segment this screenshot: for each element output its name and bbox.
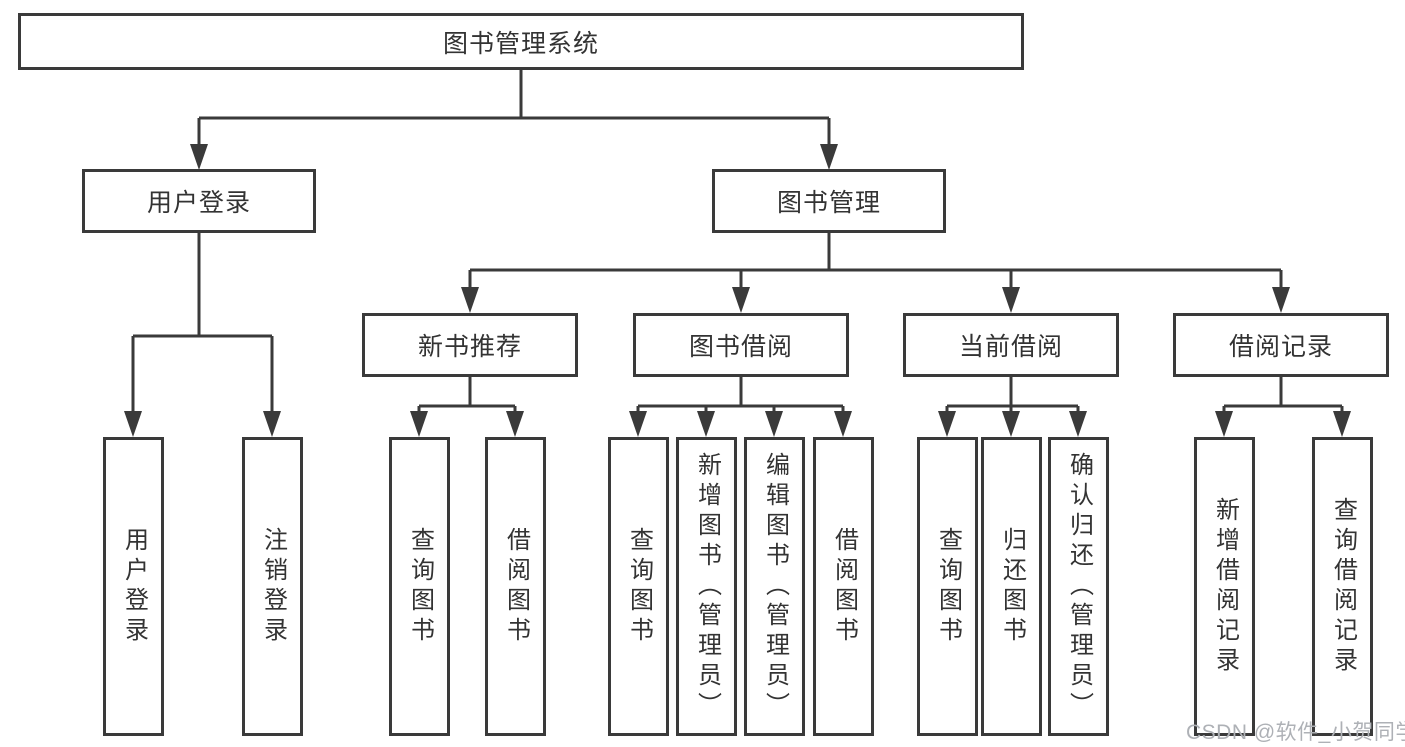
node-book-management: 图书管理 — [712, 169, 946, 233]
node-label: 查询图书 — [406, 526, 434, 647]
leaf-borrow-books-recommend: 借阅图书 — [485, 437, 546, 736]
node-label: 新增图书（管理员） — [693, 451, 721, 722]
node-label: 当前借阅 — [958, 333, 1063, 361]
leaf-query-books-current: 查询图书 — [917, 437, 978, 736]
node-borrowing-records: 借阅记录 — [1173, 313, 1389, 377]
leaf-user-login: 用户登录 — [103, 437, 164, 736]
node-label: 归还图书 — [998, 526, 1026, 647]
arrowhead — [834, 411, 852, 437]
node-label: 图书借阅 — [688, 333, 793, 361]
arrowhead — [697, 411, 715, 437]
arrowheads — [124, 144, 1351, 437]
leaf-logout: 注销登录 — [242, 437, 303, 736]
arrowhead — [410, 411, 428, 437]
arrowhead — [1333, 411, 1351, 437]
arrowhead — [765, 411, 783, 437]
node-label: 注销登录 — [259, 526, 287, 647]
node-new-book-recommendation: 新书推荐 — [362, 313, 578, 377]
arrowhead — [820, 144, 838, 170]
arrowhead — [1272, 287, 1290, 313]
node-system-root: 图书管理系统 — [18, 13, 1024, 70]
node-label: 图书管理 — [776, 189, 881, 217]
node-label: 借阅图书 — [502, 526, 530, 647]
csdn-watermark: CSDN @软件_小贺同学 — [1186, 721, 1405, 744]
arrowhead — [629, 411, 647, 437]
leaf-return-book: 归还图书 — [981, 437, 1042, 736]
leaf-confirm-return-admin: 确认归还（管理员） — [1048, 437, 1109, 736]
node-label: 查询借阅记录 — [1329, 496, 1357, 677]
arrowhead — [732, 287, 750, 313]
node-current-borrowing: 当前借阅 — [903, 313, 1119, 377]
arrowhead — [1215, 411, 1233, 437]
arrowhead — [1002, 287, 1020, 313]
node-label: 编辑图书（管理员） — [761, 451, 789, 722]
arrowhead — [1069, 411, 1087, 437]
leaf-query-books-borrow: 查询图书 — [608, 437, 669, 736]
node-label: 新书推荐 — [417, 333, 522, 361]
arrowhead — [938, 411, 956, 437]
node-label: 查询图书 — [934, 526, 962, 647]
node-label: 新增借阅记录 — [1211, 496, 1239, 677]
node-label: 用户登录 — [120, 526, 148, 647]
leaf-add-borrow-record: 新增借阅记录 — [1194, 437, 1255, 736]
leaf-query-books-recommend: 查询图书 — [389, 437, 450, 736]
arrowhead — [124, 411, 142, 437]
node-label: 确认归还（管理员） — [1065, 451, 1093, 722]
arrowhead — [190, 144, 208, 170]
node-book-borrowing: 图书借阅 — [633, 313, 849, 377]
leaf-add-book-admin: 新增图书（管理员） — [676, 437, 737, 736]
node-user-login: 用户登录 — [82, 169, 316, 233]
leaf-edit-book-admin: 编辑图书（管理员） — [744, 437, 805, 736]
node-label: 借阅记录 — [1228, 333, 1333, 361]
leaf-borrow-book: 借阅图书 — [813, 437, 874, 736]
leaf-query-borrow-record: 查询借阅记录 — [1312, 437, 1373, 736]
node-label: 查询图书 — [625, 526, 653, 647]
arrowhead — [1002, 411, 1020, 437]
node-label: 图书管理系统 — [442, 29, 599, 58]
node-label: 借阅图书 — [830, 526, 858, 647]
node-label: 用户登录 — [146, 189, 251, 217]
arrowhead — [461, 287, 479, 313]
arrowhead — [506, 411, 524, 437]
arrowhead — [263, 411, 281, 437]
